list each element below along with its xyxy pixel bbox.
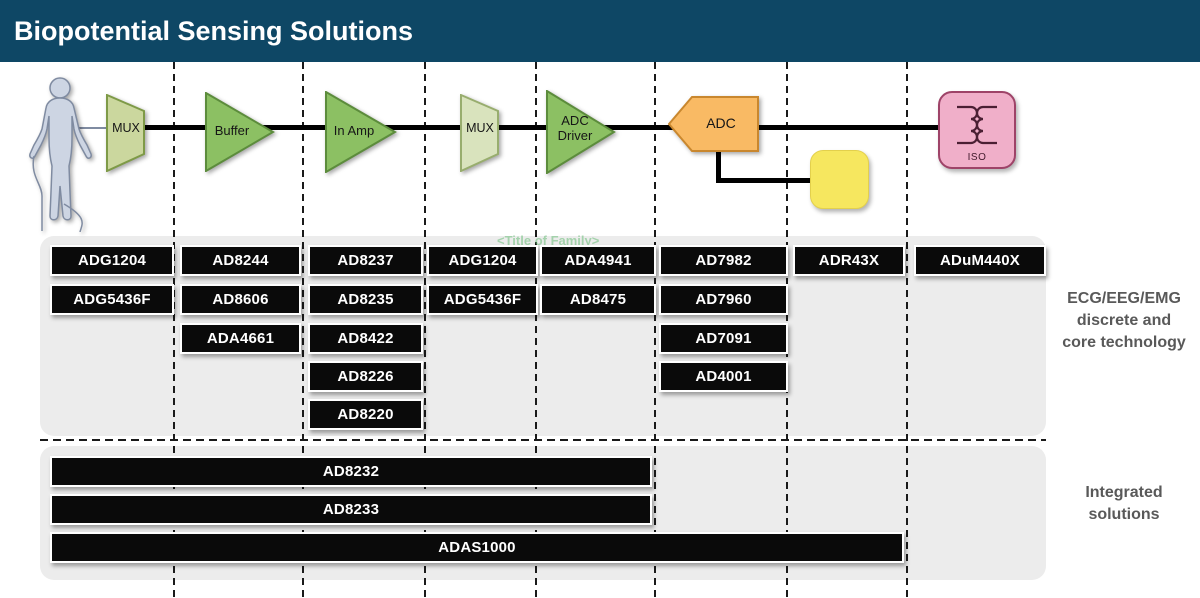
- mux1-label: MUX: [112, 121, 140, 135]
- part-chip: AD8475: [540, 284, 656, 315]
- watermark-text: <Title of Family>: [497, 233, 600, 248]
- body-electrode-wire: [76, 127, 108, 129]
- part-chip: ADA4661: [180, 323, 301, 354]
- column-divider: [906, 62, 908, 598]
- lead-cable: [32, 155, 43, 231]
- adc-driver-shape: [546, 90, 616, 174]
- transformer-icon: [957, 105, 997, 145]
- integrated-bar: AD8232: [50, 456, 652, 487]
- buffer-amp-shape: [205, 92, 275, 172]
- column-divider: [424, 62, 426, 598]
- header-bar: Biopotential Sensing Solutions: [0, 0, 1200, 62]
- adc-branch-line-horizontal: [716, 178, 812, 183]
- buffer-label: Buffer: [214, 123, 250, 138]
- part-chip: ADG1204: [427, 245, 538, 276]
- part-chip: AD8606: [180, 284, 301, 315]
- part-chip: ADuM440X: [914, 245, 1046, 276]
- part-chip: AD8237: [308, 245, 423, 276]
- part-chip: ADG1204: [50, 245, 174, 276]
- part-chip: AD8422: [308, 323, 423, 354]
- part-chip: AD8244: [180, 245, 301, 276]
- spi-block: [810, 150, 869, 209]
- page-title: Biopotential Sensing Solutions: [14, 16, 414, 46]
- part-chip: AD8226: [308, 361, 423, 392]
- adc-shape: [668, 96, 759, 152]
- mux2-shape: [460, 94, 499, 172]
- iso-label: ISO: [967, 152, 987, 163]
- part-chip: ADG5436F: [50, 284, 174, 315]
- part-chip: AD8220: [308, 399, 423, 430]
- adc-driver-label: ADC Driver: [557, 113, 593, 143]
- column-divider: [654, 62, 656, 598]
- part-chip: ADA4941: [540, 245, 656, 276]
- part-chip: AD7091: [659, 323, 788, 354]
- in-amp-shape: [325, 91, 397, 173]
- isolation-block: ISO: [938, 91, 1016, 169]
- mux2-label: MUX: [466, 121, 494, 135]
- integrated-caption: Integrated solutions: [1085, 484, 1163, 523]
- integrated-bar: ADAS1000: [50, 532, 904, 563]
- mux1-shape: [106, 94, 145, 172]
- column-divider: [173, 62, 175, 598]
- adc-label: ADC: [706, 115, 736, 131]
- human-body-figure: [29, 77, 92, 232]
- integrated-bar: AD8233: [50, 494, 652, 525]
- part-chip: ADG5436F: [427, 284, 538, 315]
- part-chip: AD4001: [659, 361, 788, 392]
- signal-line: [142, 125, 940, 130]
- part-chip: ADR43X: [793, 245, 905, 276]
- adc-branch-line-vertical: [716, 128, 721, 182]
- section-divider: [40, 439, 1046, 441]
- column-divider: [535, 62, 537, 598]
- part-chip: AD7960: [659, 284, 788, 315]
- part-chip: AD8235: [308, 284, 423, 315]
- column-divider: [302, 62, 304, 598]
- discrete-caption: ECG/EEG/EMG discrete and core technology: [1062, 290, 1186, 351]
- lead-cable: [63, 203, 83, 232]
- part-chip: AD7982: [659, 245, 788, 276]
- in-amp-label: In Amp: [333, 123, 375, 138]
